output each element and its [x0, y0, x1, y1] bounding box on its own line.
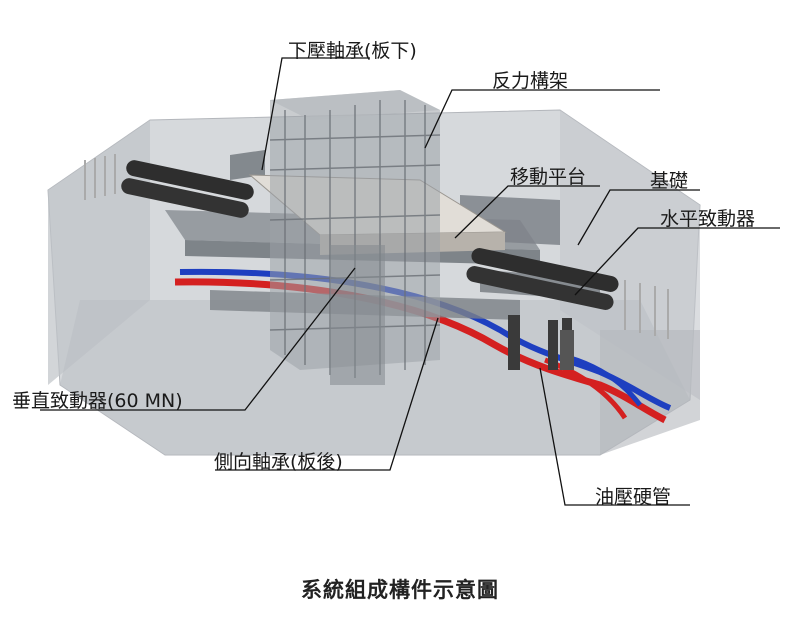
label-lower-bearing: 下壓軸承(板下) [288, 40, 417, 62]
label-hydraulic-pipe: 油壓硬管 [595, 486, 672, 508]
horizontal-actuators [84, 154, 669, 339]
label-moving-platform: 移動平台 [510, 166, 587, 188]
label-reaction-frame: 反力構架 [492, 70, 569, 92]
vertical-actuator-cylinders [508, 315, 574, 370]
label-horizontal-actuator: 水平致動器 [660, 208, 756, 230]
reaction-frame [269, 90, 441, 385]
leader-lines [40, 57, 780, 506]
label-foundation: 基礎 [650, 170, 689, 192]
figure-caption: 系統組成構件示意圖 [301, 578, 499, 602]
label-vertical-actuator: 垂直致動器(60 MN) [12, 390, 183, 412]
label-lateral-bearing: 側向軸承(板後) [214, 451, 343, 473]
